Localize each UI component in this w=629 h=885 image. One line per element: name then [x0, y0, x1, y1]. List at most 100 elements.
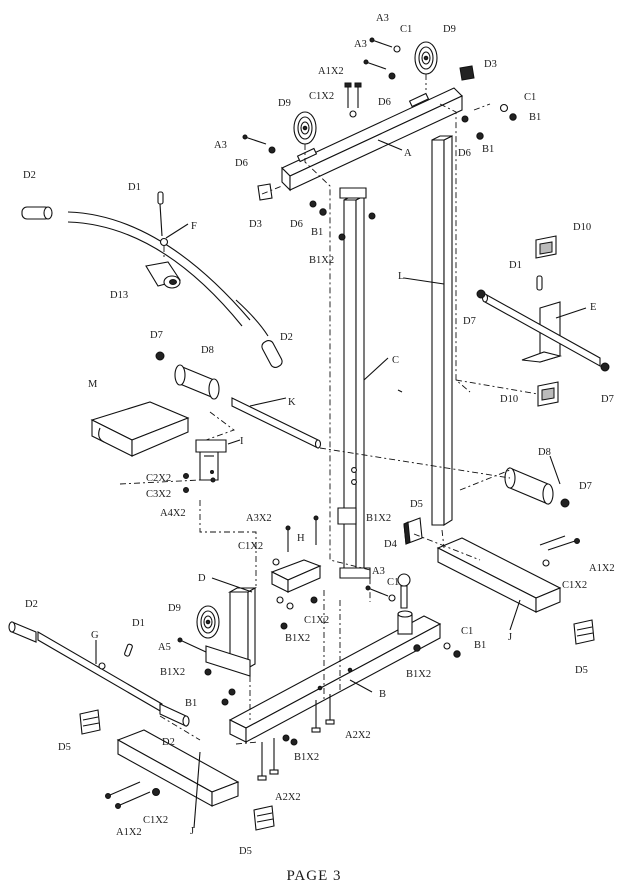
label-a5: A5 [158, 642, 171, 653]
grip-d2-bottom-left [8, 621, 37, 643]
label-c: C [392, 355, 399, 366]
label-d7-l: D7 [150, 330, 163, 341]
label-g: G [91, 630, 99, 641]
pulley-d9-left [293, 111, 317, 145]
label-a3x2: A3X2 [246, 513, 272, 524]
label-a3-mid: A3 [372, 566, 385, 577]
washer-c1-right [499, 103, 509, 113]
pulley-d9-top [414, 41, 438, 75]
label-c1x2-right: C1X2 [562, 580, 587, 591]
label-d5-top: D5 [410, 499, 423, 510]
nuts-b1x2-left [204, 668, 236, 696]
bolts-a1x2-bottom [105, 781, 151, 809]
end-cap-d7-left [155, 351, 165, 361]
clip-d1-bottom-left [124, 643, 133, 657]
label-f: F [191, 221, 197, 232]
label-d13: D13 [110, 290, 128, 301]
label-d1-bl: D1 [132, 618, 145, 629]
label-a-frame: A [404, 148, 412, 159]
label-d5-left: D5 [58, 742, 71, 753]
nut-b1-b [453, 650, 461, 658]
label-d7-r1: D7 [463, 316, 476, 327]
label-c1x2-mid: C1X2 [238, 541, 263, 552]
curl-bar-f [67, 211, 269, 337]
label-d1-tl: D1 [128, 182, 141, 193]
label-d: D [198, 573, 206, 584]
label-b1x2-bot: B1X2 [294, 752, 319, 763]
label-d2-fr: D2 [280, 332, 293, 343]
label-b1x2-mid: B1X2 [366, 513, 391, 524]
washers-c1x2-right [542, 559, 550, 567]
label-d7-r2: D7 [601, 394, 614, 405]
foot-cap-d10-top [535, 235, 557, 259]
label-b: B [379, 689, 386, 700]
label-c2x2: C2X2 [146, 473, 171, 484]
seat-bracket-i [195, 439, 227, 481]
label-a3-top1: A3 [376, 13, 389, 24]
label-l: L [398, 271, 404, 282]
nut-b1-right1 [509, 113, 517, 121]
nut-b1x2-upper-b [368, 212, 376, 220]
bolt-a3-top2 [363, 59, 387, 70]
label-a1x2-top: A1X2 [318, 66, 344, 77]
label-d3-left: D3 [249, 219, 262, 230]
nuts-b1x2-bottom [282, 734, 298, 746]
label-a3-top2: A3 [354, 39, 367, 50]
leg-holder-e [481, 293, 601, 367]
label-c1-b: C1 [461, 626, 473, 637]
label-d4: D4 [384, 539, 398, 550]
label-d7-r3: D7 [579, 481, 592, 492]
bolts-a2x2-left [257, 738, 279, 781]
label-d3-top: D3 [484, 59, 497, 70]
nut-d6-low [309, 200, 317, 208]
label-c1-right: C1 [524, 92, 536, 103]
label-d9-left: D9 [278, 98, 291, 109]
seat-support-h [270, 559, 322, 593]
label-b1x2-left: B1X2 [160, 667, 185, 678]
label-d1-right: D1 [509, 260, 522, 271]
label-c1x2-top: C1X2 [309, 91, 334, 102]
washers-c2x2 [183, 473, 189, 479]
label-d2-tl: D2 [23, 170, 36, 181]
foot-cap-d10-bottom [537, 381, 559, 407]
nut-d6-top [388, 72, 396, 80]
nut-b1-low [319, 208, 327, 216]
bolt-a3-top1 [369, 37, 393, 48]
label-b1x2-b: B1X2 [406, 669, 431, 680]
label-b1-left: B1 [185, 698, 197, 709]
label-d6-low: D6 [290, 219, 303, 230]
clip-d1-top-left [157, 191, 164, 237]
label-b1-low: B1 [311, 227, 323, 238]
foot-cap-d5-right [573, 619, 595, 645]
bolt-a3-mid [365, 585, 389, 597]
label-k: K [288, 397, 296, 408]
label-j-right: J [508, 632, 512, 643]
label-b1-right2: B1 [482, 144, 494, 155]
bolts-a3x2 [285, 515, 319, 552]
seat-pad-m [90, 401, 190, 457]
washers-c1x2-bottom [152, 788, 160, 796]
label-d5-bot: D5 [239, 846, 252, 857]
label-d10-top: D10 [573, 222, 591, 233]
bolts-a2x2-right [311, 694, 335, 733]
front-foot-j [116, 729, 240, 807]
nut-b1-left [221, 698, 229, 706]
label-b1x2-upper: B1X2 [309, 255, 334, 266]
grip-d2-curl-right [261, 340, 283, 368]
rear-foot-j [436, 537, 562, 613]
label-d8-r: D8 [538, 447, 551, 458]
label-c1-mid: C1 [387, 577, 399, 588]
nuts-b1x2-d [280, 596, 318, 630]
base-frame-b [228, 615, 442, 743]
label-b1-right1: B1 [529, 112, 541, 123]
top-crossbar-a [281, 87, 463, 192]
grip-d2-top-left [21, 206, 53, 220]
label-d2-bot: D2 [162, 737, 175, 748]
nut-b1-right2 [476, 132, 484, 140]
washer-c1-b [443, 642, 451, 650]
label-c1x2-d: C1X2 [304, 615, 329, 626]
label-a1x2-bot: A1X2 [116, 827, 142, 838]
label-d5-right: D5 [575, 665, 588, 676]
label-b1x2-d: B1X2 [285, 633, 310, 644]
label-d9-bl: D9 [168, 603, 181, 614]
